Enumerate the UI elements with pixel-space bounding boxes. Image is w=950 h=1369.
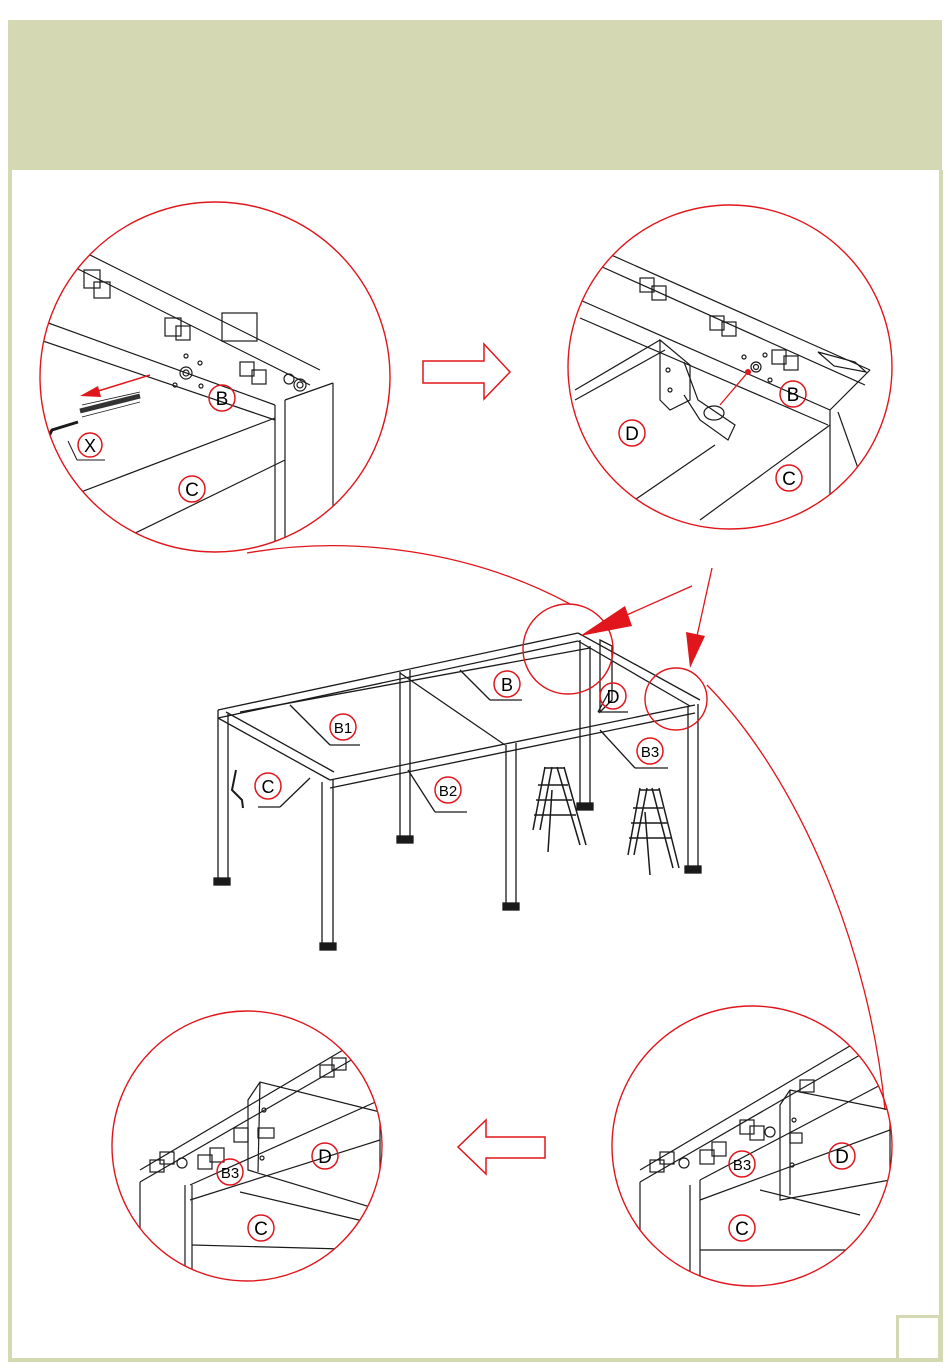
label-b3-detail3: B3 (217, 1159, 243, 1185)
label-c-detail1: C (179, 476, 205, 502)
label-x-detail1: X (78, 433, 102, 457)
step-ladder-icon (628, 788, 679, 875)
red-pointer-arrow-icon (580, 586, 692, 636)
arrow-right-outline-icon (423, 344, 510, 399)
svg-text:B: B (501, 675, 513, 695)
label-b-detail2: B (780, 381, 806, 407)
label-b3-detail4: B3 (729, 1151, 755, 1177)
page-number-box (896, 1315, 941, 1361)
pergola-overview (214, 633, 701, 950)
label-d-main: D (600, 683, 626, 709)
label-b-detail1: B (209, 385, 235, 411)
label-b3-main: B3 (637, 738, 663, 764)
label-c-detail3: C (248, 1215, 274, 1241)
detail-circle-b3-insert: B3 D C (612, 1006, 892, 1290)
svg-text:D: D (625, 424, 639, 445)
label-c-detail4: C (729, 1215, 755, 1241)
svg-text:D: D (835, 1147, 849, 1168)
svg-text:C: C (254, 1219, 268, 1240)
svg-text:B3: B3 (733, 1157, 751, 1174)
svg-text:B: B (787, 385, 800, 406)
detail-circle-bracket-fit: B D C (568, 205, 892, 530)
svg-text:B3: B3 (221, 1165, 239, 1182)
svg-text:C: C (782, 469, 796, 490)
arrow-left-outline-icon (458, 1120, 545, 1174)
svg-text:C: C (735, 1219, 749, 1240)
svg-text:X: X (84, 436, 96, 456)
label-b-main: B (494, 671, 520, 697)
svg-text:C: C (262, 777, 275, 797)
svg-text:B3: B3 (641, 744, 659, 761)
detail-circle-b3-fitted: B3 D C (112, 1011, 382, 1290)
label-b1-main: B1 (330, 714, 356, 740)
label-b2-main: B2 (435, 777, 461, 803)
svg-text:B: B (216, 389, 229, 410)
label-d-detail3: D (312, 1143, 338, 1169)
svg-text:B1: B1 (334, 720, 352, 737)
label-c-detail2: C (776, 465, 802, 491)
detail-circle-bolt-removal: B X C (40, 202, 390, 560)
red-pointer-arrow-icon (686, 568, 712, 668)
svg-text:C: C (185, 480, 199, 501)
label-d-detail4: D (829, 1143, 855, 1169)
label-c-main: C (255, 773, 281, 799)
svg-text:B2: B2 (439, 783, 457, 800)
label-d-detail2: D (619, 420, 645, 446)
svg-text:D: D (607, 687, 620, 707)
svg-text:D: D (318, 1147, 332, 1168)
